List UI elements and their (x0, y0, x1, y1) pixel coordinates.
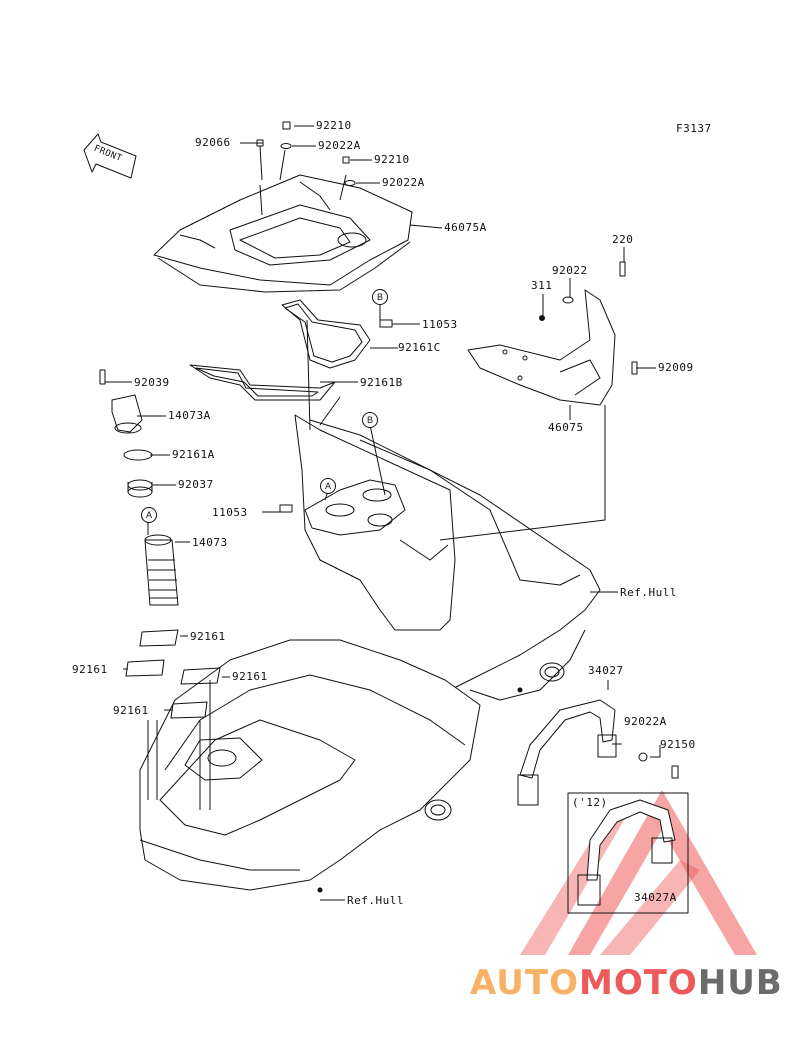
label-46075: 46075 (548, 421, 584, 434)
label-92022A-a: 92022A (318, 139, 361, 152)
callout-B-top: B (372, 289, 388, 305)
duct-14073A (111, 394, 153, 498)
duct-hose-14073 (144, 534, 179, 606)
label-14073A: 14073A (168, 409, 211, 422)
front-cover-46075 (467, 289, 616, 406)
label-92009: 92009 (658, 361, 694, 374)
callout-B-hull: B (362, 412, 378, 428)
label-11053-b: 11053 (212, 506, 248, 519)
label-34027: 34027 (588, 664, 624, 677)
label-92022A-c: 92022A (624, 715, 667, 728)
grab-handle-34027 (517, 699, 617, 806)
label-14073: 14073 (192, 536, 228, 549)
callout-A-hull: A (320, 478, 336, 494)
label-92161C: 92161C (398, 341, 441, 354)
label-92066: 92066 (195, 136, 231, 149)
label-92022A-b: 92022A (382, 176, 425, 189)
label-11053-a: 11053 (422, 318, 458, 331)
label-92150: 92150 (660, 738, 696, 751)
label-92161-c: 92161 (232, 670, 268, 683)
label-year-12: ('12) (572, 796, 608, 809)
watermark-moto: MOTO (578, 963, 698, 1003)
label-92161A: 92161A (172, 448, 215, 461)
label-92210-b: 92210 (374, 153, 410, 166)
label-92039: 92039 (134, 376, 170, 389)
label-92210-a: 92210 (316, 119, 352, 132)
label-46075A: 46075A (444, 221, 487, 234)
watermark-hub: HUB (697, 963, 783, 1003)
stickers-92161 (125, 629, 221, 719)
label-311: 311 (531, 279, 553, 292)
front-arrow-icon (83, 133, 137, 179)
label-92037: 92037 (178, 478, 214, 491)
watermark-logo-triangle (520, 790, 757, 955)
gasket-92161B (189, 364, 336, 401)
label-34027A: 34027A (634, 891, 677, 904)
callout-A-hose: A (141, 507, 157, 523)
diagram-code: F3137 (676, 122, 712, 135)
lower-hull (139, 639, 523, 893)
inner-tub (294, 414, 456, 631)
seat-cover-46075A (153, 149, 413, 293)
label-92161-a: 92161 (190, 630, 226, 643)
label-92161-d: 92161 (113, 704, 149, 717)
watermark-auto: AUTO (470, 963, 579, 1003)
label-92161B: 92161B (360, 376, 403, 389)
gasket-92161C (281, 299, 371, 369)
upper-hull (309, 419, 601, 701)
inset-box-2012 (567, 792, 689, 914)
watermark: AUTOMOTOHUB (470, 963, 783, 1003)
label-ref-hull-2: Ref.Hull (347, 894, 404, 907)
label-92022: 92022 (552, 264, 588, 277)
label-ref-hull-1: Ref.Hull (620, 586, 677, 599)
label-220: 220 (612, 233, 634, 246)
label-92161-b: 92161 (72, 663, 108, 676)
